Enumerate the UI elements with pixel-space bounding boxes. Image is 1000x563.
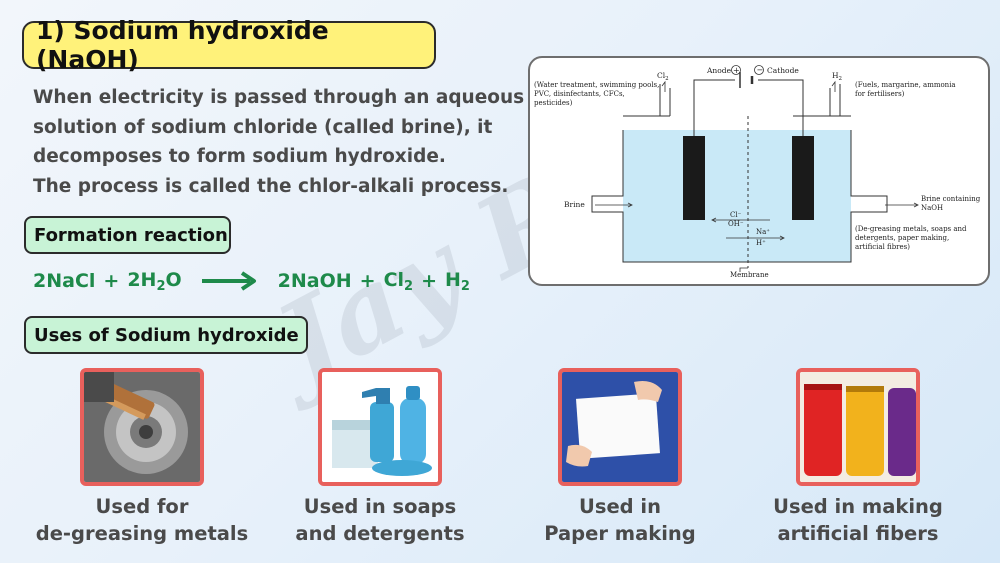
anode-label: Anode <box>706 66 732 75</box>
tank-outline <box>591 130 888 263</box>
intro-line: solution of sodium chloride (called brin… <box>33 116 493 138</box>
chlorine-uses: (Water treatment, swimming pools, PVC, d… <box>534 81 662 107</box>
soap-detergent-image-icon <box>322 372 438 482</box>
hydrogen-uses: (Fuels, margarine, ammonia for fertilise… <box>855 81 958 98</box>
reaction-arrow-icon <box>201 271 256 291</box>
thread-spools-image-icon <box>800 372 916 482</box>
intro-line: When electricity is passed through an aq… <box>33 87 525 108</box>
uses-heading: Uses of Sodium hydroxide <box>24 316 308 354</box>
use-caption-paper: Used in Paper making <box>544 495 696 545</box>
intro-text: When electricity is passed through an aq… <box>33 83 525 201</box>
electrolysis-cell-svg: + − Anode Cathode Cl2 H2 (Water treatmen… <box>534 65 982 279</box>
plus-sign: + <box>421 270 438 292</box>
ion-sodium: Na⁺ <box>756 228 770 236</box>
use-card-paper <box>558 368 682 486</box>
use-card-degreasing <box>80 368 204 486</box>
plus-sign: + <box>359 270 376 292</box>
intro-line: decomposes to form sodium hydroxide. <box>33 146 446 167</box>
chlor-alkali-diagram: + − Anode Cathode Cl2 H2 (Water treatmen… <box>528 56 990 286</box>
degreasing-metal-image-icon <box>84 372 200 482</box>
anode-electrode <box>683 136 705 220</box>
product-hydrogen: H2 <box>445 268 470 294</box>
reaction-equation: 2NaCl + 2H2O 2NaOH + Cl2 + H2 <box>33 264 470 298</box>
use-caption-fibers: Used in making artificial fibers <box>773 495 943 545</box>
cathode-label: Cathode <box>767 66 799 75</box>
intro-line: The process is called the chlor-alkali p… <box>33 175 509 197</box>
page-title: 1) Sodium hydroxide (NaOH) <box>22 16 436 74</box>
product-chlorine: Cl2 <box>383 268 414 294</box>
hydrogen-label: H2 <box>832 71 842 82</box>
chlorine-label: Cl2 <box>657 71 669 82</box>
use-card-fibers <box>796 368 920 486</box>
ion-hydrogen: H⁺ <box>756 239 766 247</box>
use-card-soaps <box>318 368 442 486</box>
naoh-uses: (De-greasing metals, soaps and detergent… <box>855 225 969 251</box>
ion-hydroxide: OH⁻ <box>728 220 744 228</box>
electrolyte-solution <box>623 130 851 262</box>
hydrogen-outlet <box>829 84 841 116</box>
use-caption-soaps: Used in soaps and detergents <box>295 495 465 545</box>
paper-sheet-image-icon <box>562 372 678 482</box>
brine-out-label: Brine containing NaOH <box>921 195 982 212</box>
svg-text:+: + <box>733 66 740 75</box>
plus-sign: + <box>103 270 120 292</box>
brine-label: Brine <box>564 200 585 209</box>
reactant-nacl: 2NaCl <box>33 270 96 292</box>
ion-chloride: Cl⁻ <box>730 211 742 219</box>
reactant-water: 2H2O <box>127 268 182 294</box>
svg-text:−: − <box>757 66 764 75</box>
cathode-electrode <box>792 136 814 220</box>
formation-heading: Formation reaction <box>24 216 231 254</box>
membrane-label: Membrane <box>730 271 769 279</box>
use-caption-degreasing: Used for de-greasing metals <box>35 495 249 545</box>
product-naoh: 2NaOH <box>277 270 352 292</box>
chlorine-outlet <box>659 84 671 116</box>
